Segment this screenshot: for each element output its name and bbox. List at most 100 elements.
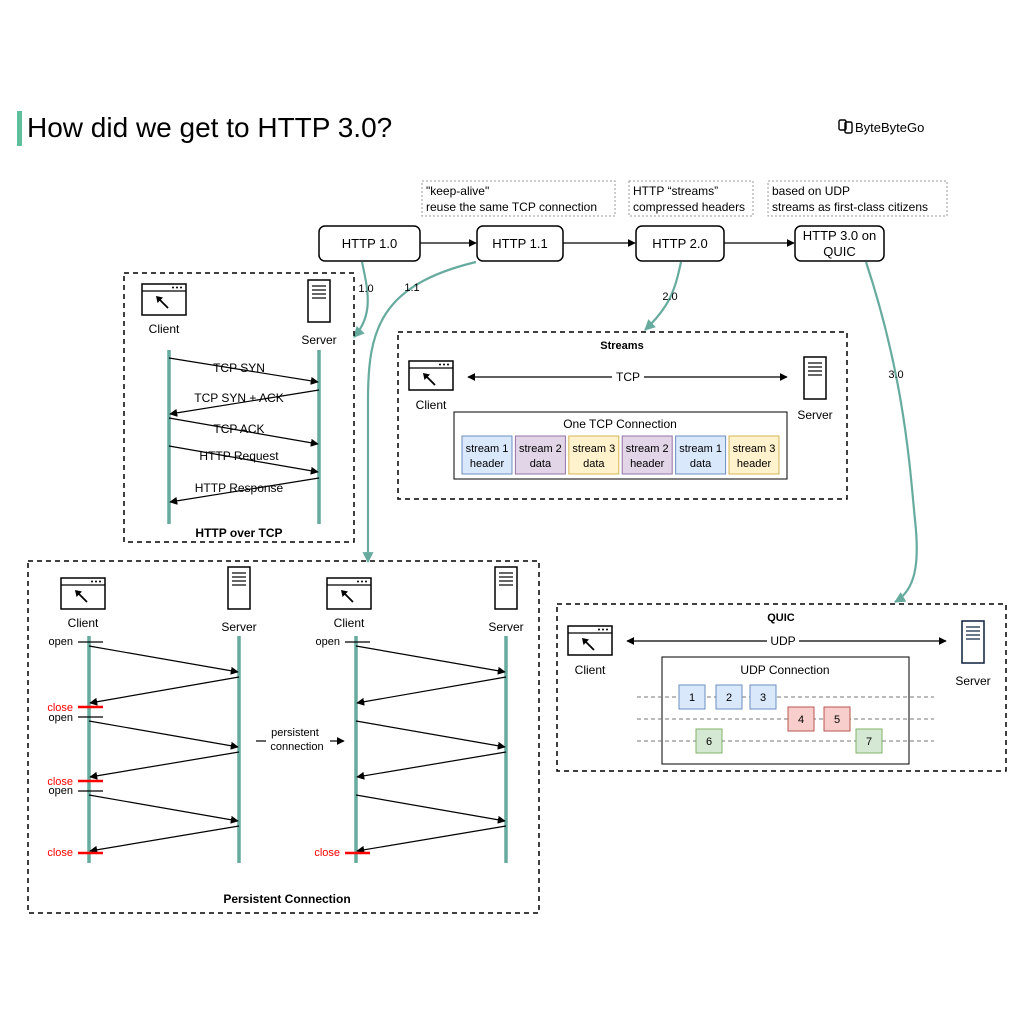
browser-icon: [60, 577, 106, 610]
client-label: Client: [149, 322, 180, 336]
note-http30-line1: based on UDP: [772, 184, 850, 198]
open-label: open: [316, 636, 340, 648]
connector-http30: [864, 261, 918, 603]
stream-frame-line1: stream 2: [519, 443, 562, 455]
open-label: open: [49, 712, 73, 724]
server-icon: [961, 620, 985, 664]
stream-frame-line1: stream 3: [733, 443, 776, 455]
stream-frame-box: [728, 435, 780, 475]
connector-http11-label: 1.1: [404, 282, 419, 294]
stream-frame: stream 3 data: [568, 435, 620, 475]
stream-frame-box: [621, 435, 673, 475]
stream-frame-line2: data: [583, 458, 605, 470]
quic-packet-box: [855, 728, 883, 754]
request-arrow: [88, 794, 239, 824]
note-http30-line2: streams as first-class citizens: [772, 200, 928, 214]
browser-icon: [408, 360, 454, 391]
note-http20-line2: compressed headers: [633, 200, 745, 214]
quic-packet: 2: [715, 684, 743, 710]
msg-tcp-syn-ack-arrow: [169, 389, 320, 417]
browser-icon: [567, 625, 613, 656]
note-http20-line1: HTTP “streams”: [633, 184, 718, 198]
version-http11: HTTP 1.1: [476, 225, 564, 262]
stream-frame-line1: stream 2: [626, 443, 669, 455]
connector-http20-label: 2.0: [662, 291, 677, 303]
stream-frame-box: [568, 435, 620, 475]
quic-packet-box: [823, 706, 851, 732]
stream-frame-line1: stream 1: [679, 443, 722, 455]
client-label: Client: [416, 398, 447, 412]
udp-connection-title: UDP Connection: [740, 663, 829, 677]
udp-connection-box: [661, 656, 910, 765]
panel-persistent-title: Persistent Connection: [223, 892, 350, 906]
version-http30-label-line1: HTTP 3.0 on: [803, 228, 876, 243]
persistent-label-line2: connection: [270, 741, 323, 753]
quic-packet-box: [695, 728, 723, 754]
connector-http30-label: 3.0: [888, 369, 903, 381]
request-arrow: [88, 720, 239, 750]
panel-persistent-connection: Client Server open close open close open…: [27, 560, 540, 914]
stream-frame-box: [514, 435, 566, 475]
version-http20: HTTP 2.0: [635, 225, 725, 262]
tcp-link-label: TCP: [616, 370, 640, 384]
close-label: close: [47, 702, 73, 714]
open-label: open: [49, 636, 73, 648]
server-label: Server: [488, 620, 523, 634]
stream-frame-line2: header: [470, 458, 505, 470]
stream-frame: stream 2 header: [621, 435, 673, 475]
brand-name: ByteByteGo: [855, 120, 924, 135]
response-arrow: [89, 825, 240, 854]
connector-http11: [362, 260, 477, 564]
stream-frame-line1: stream 3: [572, 443, 615, 455]
quic-packet: 6: [695, 728, 723, 754]
stream-frame-line2: data: [690, 458, 712, 470]
connector-http10: [353, 261, 369, 338]
msg-http-response-arrow: [169, 477, 320, 505]
panel-http-over-tcp: Client Server TCP SYN TCP SYN + ACK TCP …: [123, 272, 355, 543]
stream-frame: stream 1 data: [675, 435, 727, 475]
stream-frame-line2: data: [530, 458, 552, 470]
brand-logo: ByteByteGo: [838, 119, 924, 135]
server-icon: [803, 356, 827, 400]
note-http11-line1: "keep-alive": [426, 184, 489, 198]
quic-packet-box: [787, 706, 815, 732]
quic-packet: 1: [678, 684, 706, 710]
stream-frame-line2: header: [630, 458, 665, 470]
msg-tcp-ack-arrow: [168, 417, 319, 447]
request-arrow: [355, 645, 506, 675]
connector-http10-label: 1.0: [358, 283, 373, 295]
msg-tcp-ack: TCP ACK: [213, 422, 264, 436]
response-arrow: [89, 676, 240, 706]
udp-link-label-bg: [767, 634, 799, 648]
panel-streams-title: Streams: [600, 340, 643, 352]
server-icon: [307, 279, 331, 323]
version-http10-label: HTTP 1.0: [342, 236, 397, 251]
request-arrow: [355, 720, 506, 750]
panel-quic-title: QUIC: [767, 612, 795, 624]
tcp-connection-title: One TCP Connection: [563, 417, 677, 431]
close-label: close: [47, 776, 73, 788]
note-http11-line2: reuse the same TCP connection: [426, 200, 597, 214]
server-icon: [494, 566, 518, 610]
version-http20-label: HTTP 2.0: [652, 236, 707, 251]
quic-packet-label: 4: [798, 714, 804, 726]
msg-http-request-arrow: [168, 445, 319, 475]
quic-packet-label: 1: [689, 692, 695, 704]
stream-frame-line1: stream 1: [466, 443, 509, 455]
quic-packet-label: 6: [706, 736, 712, 748]
client-label: Client: [68, 616, 99, 630]
persistent-label-line1: persistent: [271, 727, 319, 739]
quic-packet-box: [715, 684, 743, 710]
tcp-connection-box: [453, 411, 788, 480]
stream-frame: stream 1 header: [461, 435, 513, 475]
note-http11: "keep-alive" reuse the same TCP connecti…: [421, 180, 616, 217]
server-label: Server: [797, 408, 832, 422]
msg-tcp-syn: TCP SYN: [213, 361, 265, 375]
quic-packet: 4: [787, 706, 815, 732]
version-http10: HTTP 1.0: [318, 225, 421, 262]
page-title: How did we get to HTTP 3.0?: [27, 112, 393, 143]
panel-http-over-tcp-title: HTTP over TCP: [195, 526, 282, 540]
server-label: Server: [221, 620, 256, 634]
